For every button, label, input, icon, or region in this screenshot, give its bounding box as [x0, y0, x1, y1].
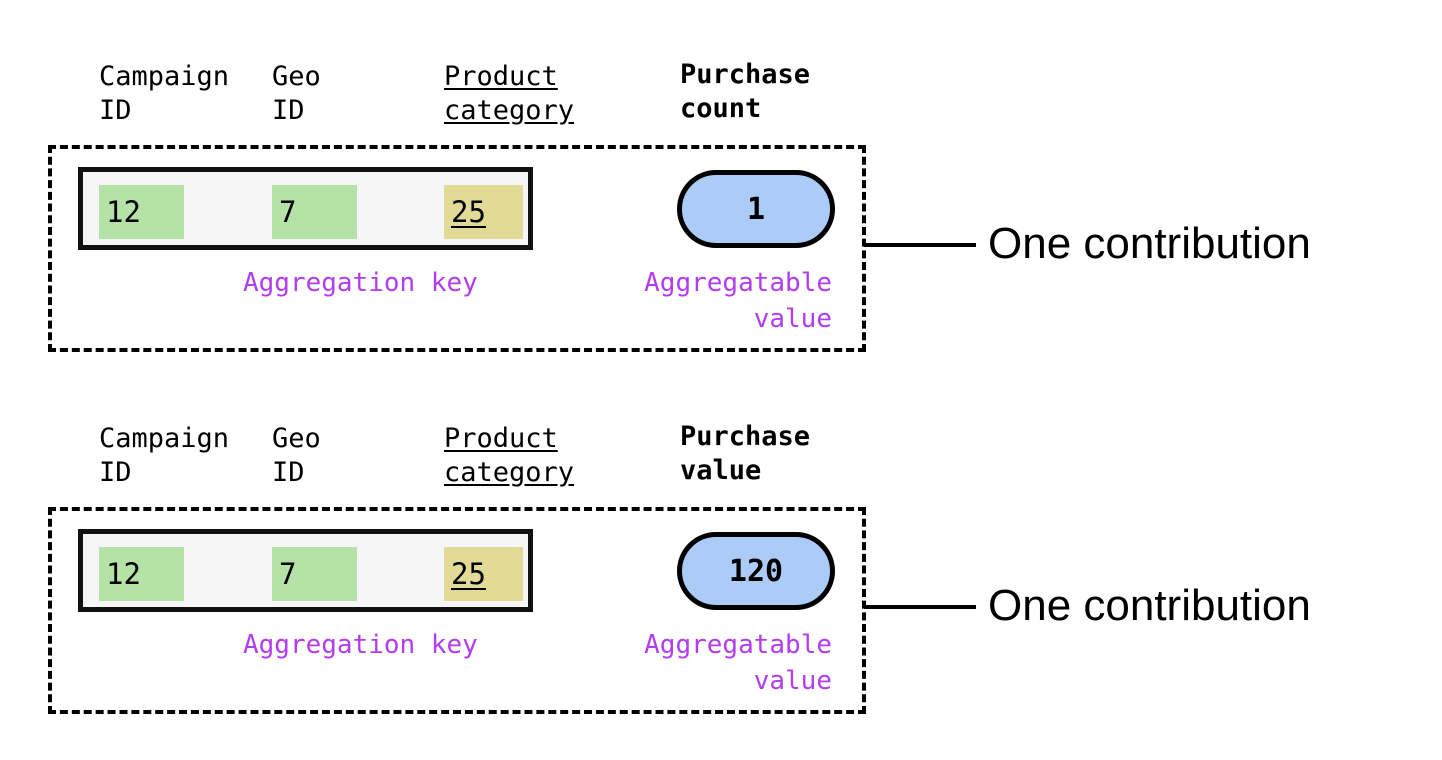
column-headers: Campaign ID Geo ID Product category Purc… [0, 56, 900, 132]
column-header-campaign-id: Campaign ID [99, 61, 230, 126]
key-cell-value: 12 [106, 557, 141, 591]
contribution-boundary [48, 507, 866, 714]
column-header-purchase-count: Purchase count [680, 59, 811, 124]
key-cell-value: 25 [451, 195, 486, 229]
key-cell-campaign-id: 12 [99, 547, 184, 601]
aggregatable-value-pill: 1 [677, 170, 835, 248]
key-cell-value: 7 [279, 557, 297, 591]
key-cell-geo-id: 7 [272, 547, 357, 601]
column-header-campaign-id: Campaign ID [99, 423, 230, 488]
column-header-purchase-value: Purchase value [680, 421, 811, 486]
key-cell-product-category: 25 [444, 185, 523, 239]
annotation-aggregatable-value: Aggregatable value [644, 630, 832, 696]
key-cell-value: 25 [451, 557, 486, 591]
callout-connector-line [864, 605, 976, 609]
aggregation-key-row: 12 7 25 [78, 167, 533, 250]
aggregatable-value-pill: 120 [677, 532, 835, 610]
contribution-boundary [48, 145, 866, 352]
key-cell-value: 12 [106, 195, 141, 229]
callout-connector-line [864, 243, 976, 247]
annotation-aggregation-key: Aggregation key [243, 268, 478, 298]
key-cell-campaign-id: 12 [99, 185, 184, 239]
column-header-product-category: Product category [444, 61, 575, 126]
aggregation-key-row: 12 7 25 [78, 529, 533, 612]
callout-label-one-contribution: One contribution [988, 581, 1311, 630]
column-header-geo-id: Geo ID [272, 61, 321, 126]
annotation-aggregation-key: Aggregation key [243, 630, 478, 660]
key-cell-product-category: 25 [444, 547, 523, 601]
callout-label-one-contribution: One contribution [988, 219, 1311, 268]
key-cell-geo-id: 7 [272, 185, 357, 239]
column-header-product-category: Product category [444, 423, 575, 488]
column-headers: Campaign ID Geo ID Product category Purc… [0, 418, 900, 494]
column-header-geo-id: Geo ID [272, 423, 321, 488]
key-cell-value: 7 [279, 195, 297, 229]
annotation-aggregatable-value: Aggregatable value [644, 268, 832, 334]
